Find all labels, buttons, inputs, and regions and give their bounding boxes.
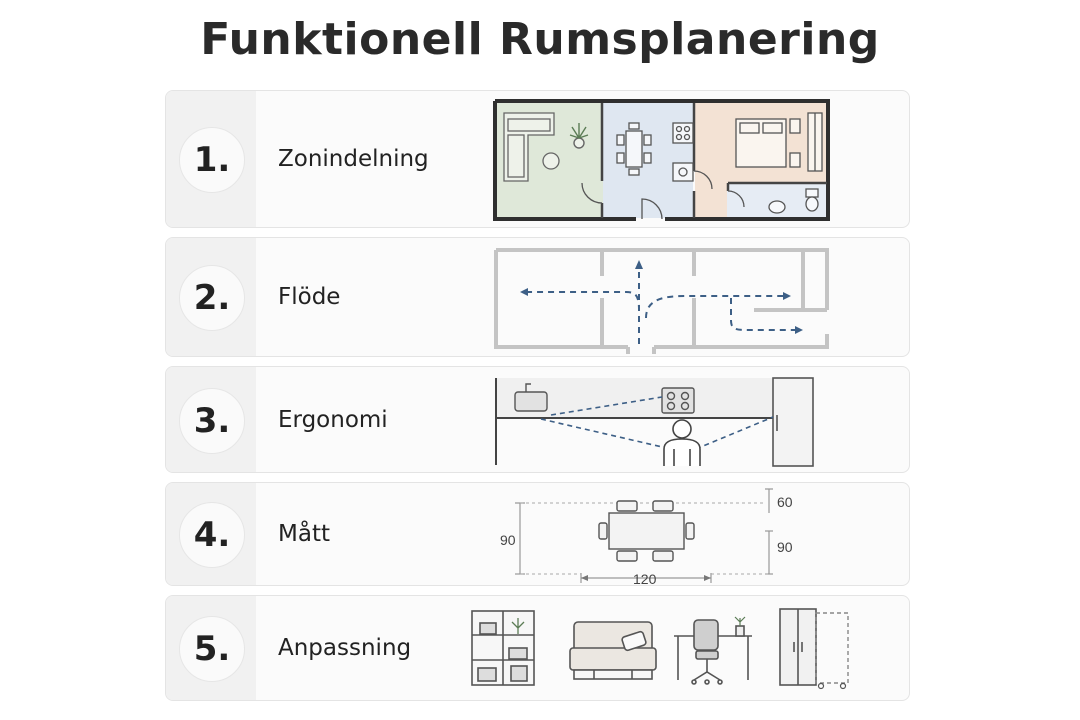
kitchen-ergonomics-illustration [495, 377, 814, 467]
arrow-head-left [520, 288, 528, 296]
step-row-flode: 2. Flöde [165, 237, 910, 357]
page-title: Funktionell Rumsplanering [200, 14, 880, 65]
step-number-badge: 4. [179, 502, 245, 568]
step-number-column: 1. [166, 91, 256, 227]
sofa-bed-icon [569, 621, 657, 680]
step-number-column: 5. [166, 596, 256, 700]
step-number-badge: 3. [179, 387, 245, 454]
arrow-head-right-lower [795, 326, 803, 334]
floor-plan-zones-illustration [493, 99, 830, 221]
dimension-label-top-right: 60 [777, 494, 793, 510]
dimension-label-right: 90 [777, 539, 793, 555]
step-number-column: 2. [166, 238, 256, 356]
step-number-badge: 2. [179, 265, 245, 331]
dimension-label-left: 90 [500, 532, 516, 548]
arrow-head-right [783, 292, 791, 300]
step-row-anpassning: 5. Anpassning [165, 595, 910, 701]
step-number-column: 4. [166, 483, 256, 585]
step-number-badge: 5. [179, 616, 245, 682]
step-row-zonindelning: 1. Zonindelning [165, 90, 910, 228]
step-label: Flöde [278, 284, 341, 310]
step-label: Mått [278, 521, 330, 547]
desk-chair-icon [674, 619, 752, 685]
step-label: Zonindelning [278, 146, 429, 172]
step-label: Anpassning [278, 635, 412, 661]
dining-measurement-illustration: 90 60 90 120 [500, 488, 793, 586]
shelf-unit-icon [471, 610, 535, 686]
dimension-label-bottom: 120 [633, 571, 657, 586]
arrow-head-up [635, 260, 643, 269]
hall-zone [695, 183, 727, 218]
step-label: Ergonomi [278, 406, 388, 433]
step-row-ergonomi: 3. Ergonomi [165, 366, 910, 473]
step-number-badge: 1. [179, 127, 245, 193]
step-row-matt: 4. Mått 90 60 90 120 [165, 482, 910, 586]
step-number-column: 3. [166, 367, 256, 472]
furniture-adaptation-illustration [471, 608, 849, 690]
flow-plan-illustration [494, 248, 829, 354]
wardrobe-icon [779, 608, 817, 686]
